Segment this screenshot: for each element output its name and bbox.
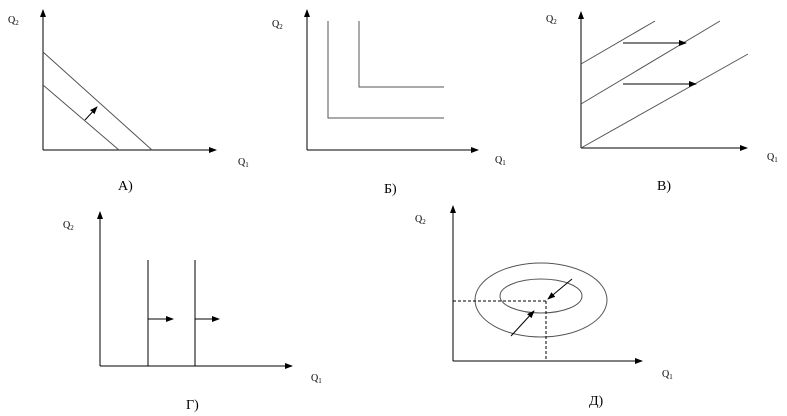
panel-d-arrow-inward: [547, 278, 573, 300]
panel-a-shift-arrow: [84, 106, 98, 121]
panel-d-inner-ellipse: [499, 278, 583, 314]
panel-d-x-label: Q1: [662, 369, 673, 381]
panel-a: Q2 Q1 А): [8, 9, 249, 194]
panel-b: Q2 Q1 Б): [272, 9, 506, 197]
panel-g: Q2 Q1 Г): [63, 211, 322, 413]
panel-g-y-label: Q2: [63, 220, 74, 232]
panel-b-indifference-curve-1: [327, 21, 444, 119]
panel-d: Q2 Q1 Д): [415, 205, 673, 409]
panel-d-outer-ellipse: [474, 262, 608, 338]
panel-v-y-label: Q2: [546, 14, 557, 26]
panel-d-arrow-outward: [510, 310, 535, 337]
panel-v-line-1: [580, 20, 656, 65]
panel-v: Q2 Q1 В): [546, 11, 778, 194]
panel-g-caption: Г): [186, 398, 199, 413]
panel-a-x-label: Q1: [238, 157, 249, 169]
panel-d-caption: Д): [589, 394, 604, 409]
panel-b-y-label: Q2: [272, 19, 283, 31]
panel-v-caption: В): [657, 179, 671, 194]
panel-g-x-label: Q1: [311, 373, 322, 385]
panel-d-y-label: Q2: [415, 214, 426, 226]
panel-v-x-label: Q1: [767, 152, 778, 164]
panel-a-budget-line-1: [42, 84, 120, 151]
panel-b-indifference-curve-2: [358, 21, 444, 88]
panel-b-caption: Б): [384, 182, 397, 197]
panel-v-line-2: [580, 20, 721, 105]
panel-a-budget-line-2: [42, 51, 153, 151]
panel-a-caption: А): [118, 179, 133, 194]
panel-v-line-3: [580, 53, 749, 149]
panel-b-x-label: Q1: [495, 155, 506, 167]
panel-a-y-label: Q2: [8, 15, 19, 27]
